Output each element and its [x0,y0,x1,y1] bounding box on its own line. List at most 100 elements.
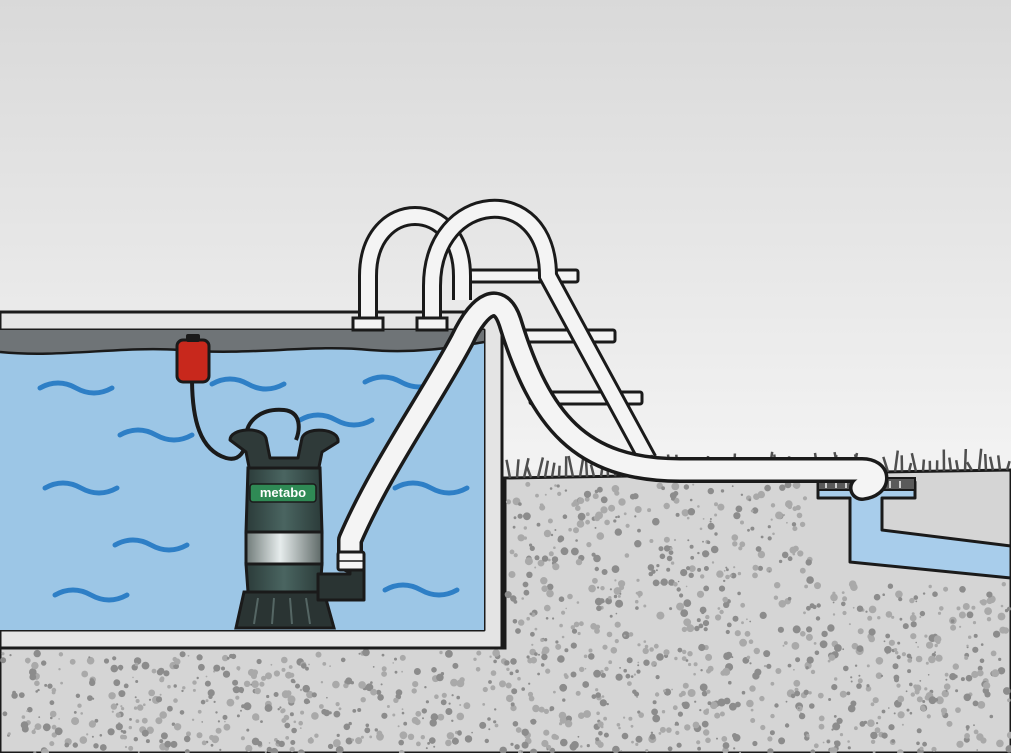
ground-speckle [476,650,482,656]
ground-speckle [329,665,331,667]
ground-speckle [925,661,929,665]
ground-speckle [733,512,741,520]
ground-speckle [155,696,163,703]
ground-speckle [919,610,926,617]
ground-speckle [115,712,122,718]
ground-speckle [887,583,894,589]
ground-speckle [703,585,710,592]
ground-speckle [962,603,970,610]
ground-speckle [543,729,550,736]
ground-speckle [251,680,259,688]
wave [42,480,120,496]
ground-speckle [690,555,695,560]
ground-speckle [128,745,134,751]
ground-speckle [596,605,602,612]
ground-speckle [509,671,514,676]
ground-speckle [333,742,339,748]
ground-speckle [615,516,618,519]
ground-speckle [770,681,775,686]
ground-speckle [512,619,518,624]
ground-speckle [510,705,517,712]
ground-speckle [517,676,521,681]
ground-speckle [285,690,292,697]
ground-speckle [256,717,260,721]
ground-speckle [297,749,305,753]
ground-speckle [526,655,530,659]
ground-speckle [684,724,691,731]
discharge-hose [340,295,885,570]
ground-speckle [751,507,759,514]
ground-speckle [928,696,937,705]
ground-speckle [997,612,1006,621]
ground-speckle [111,710,114,713]
ground-speckle [562,514,568,519]
ground-speckle [164,740,172,748]
ground-speckle [916,741,920,746]
ground-speckle [875,657,884,665]
ground-speckle [796,512,803,519]
ground-speckle [238,686,245,693]
ground-speckle [289,712,294,717]
ground-speckle [41,660,47,666]
ground-speckle [557,535,565,542]
ground-speckle [982,681,991,690]
ground-speckle [540,577,548,585]
ground-speckle [956,606,961,611]
ground-speckle [170,664,174,667]
ground-speckle [633,673,637,676]
ground-speckle [806,576,814,584]
ground-speckle [597,741,604,748]
ground-speckle [537,672,540,676]
ground-speckle [731,534,739,541]
ground-speckle [281,656,288,664]
ground-speckle [200,699,206,705]
ground-speckle [714,513,718,517]
grass-blade [557,465,561,478]
ground-speckle [471,731,473,734]
ground-speckle [246,728,250,732]
ground-speckle [615,599,624,608]
ground-speckle [579,621,584,627]
ground-speckle [99,734,103,737]
wave [297,412,375,428]
ground-speckle [689,498,693,502]
ground-speckle [707,522,715,530]
ground-speckle [401,711,405,715]
ground-speckle [457,730,462,735]
ground-speckle [778,737,786,745]
grass-blade [550,462,556,478]
ground-speckle [699,527,703,531]
ground-speckle [651,708,658,716]
ground-speckle [588,653,595,660]
ground-speckle [431,667,437,673]
ground-speckle [27,661,29,664]
ground-speckle [129,718,132,721]
ground-speckle [671,482,680,491]
ground-speckle [208,694,213,699]
ground-speckle [549,708,553,712]
ground-speckle [831,684,838,691]
ground-speckle [560,547,569,556]
ground-speckle [806,656,814,664]
ground-speckle [35,690,38,693]
ground-speckle [394,657,397,661]
ground-speckle [49,710,57,718]
ground-speckle [510,595,517,602]
ground-speckle [358,681,366,689]
ground-speckle [429,737,436,744]
ground-speckle [671,688,673,691]
ground-speckle [370,681,373,684]
ground-speckle [768,570,771,573]
grass-blade [910,452,918,472]
ground-speckle [439,650,443,655]
ground-speckle [884,646,892,654]
ground-speckle [644,644,649,649]
ground-speckle [562,698,566,702]
ground-speckle [604,519,610,526]
ground-speckle [576,520,585,528]
grass-blade [543,460,550,478]
ground-speckle [398,739,405,746]
ground-speckle [749,662,752,665]
ground-speckle [934,643,938,648]
ground-speckle [893,674,900,681]
